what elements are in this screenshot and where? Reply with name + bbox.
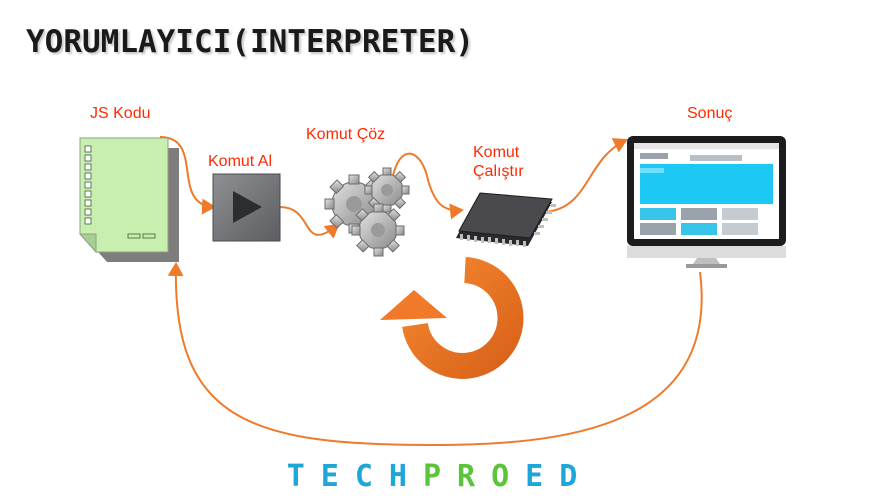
arrow-doc-to-komutal — [159, 136, 216, 215]
label-komut-calistir-line1: Komut — [473, 144, 520, 161]
label-komut-coz: Komut Çöz — [306, 126, 386, 143]
label-js-kodu: JS Kodu — [90, 105, 151, 122]
play-box-icon — [212, 173, 281, 242]
label-komut-al: Komut Al — [208, 153, 273, 170]
label-sonuc: Sonuç — [687, 105, 733, 122]
label-komut-calistir-line2: Çalıştır — [473, 163, 524, 180]
monitor-icon — [627, 136, 786, 268]
label-komut-calistir: Komut Çalıştır — [473, 143, 524, 181]
document-icon — [78, 137, 179, 262]
techproed-logo: TECHPROED — [287, 459, 594, 494]
gears-icon — [324, 167, 410, 257]
logo-text: TECHPROED — [287, 459, 594, 494]
chip-icon — [456, 192, 556, 247]
arrow-komutal-to-gears — [279, 206, 340, 239]
arrow-gears-to-chip — [391, 152, 464, 220]
arrow-feedback-loop — [167, 262, 703, 447]
refresh-arrow-icon — [380, 257, 524, 379]
arrow-chip-to-monitor — [544, 138, 628, 213]
page-title: YORUMLAYICI(INTERPRETER) — [26, 24, 474, 60]
